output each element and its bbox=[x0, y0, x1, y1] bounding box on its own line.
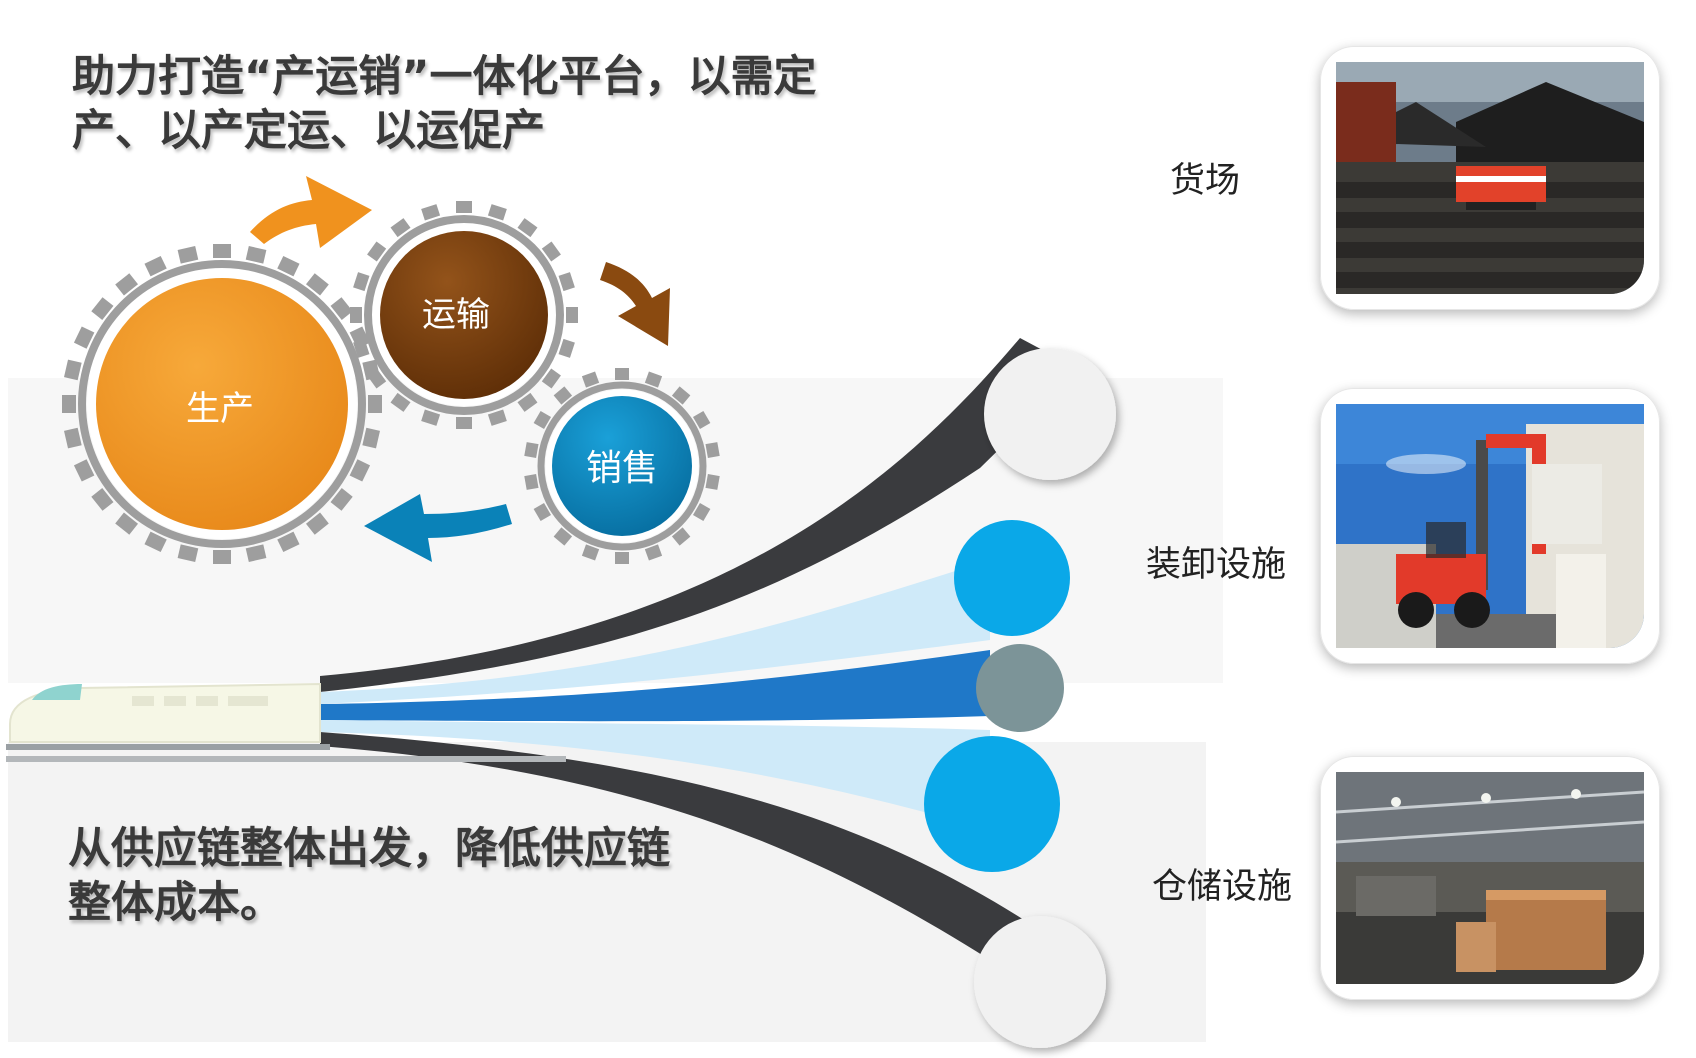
arrow-sales-to-production bbox=[364, 494, 512, 562]
arrow-production-to-transport bbox=[250, 176, 372, 248]
gear-sales-tooth bbox=[581, 371, 600, 388]
gear-transport-tooth bbox=[350, 307, 362, 323]
gear-sales-tooth bbox=[615, 552, 629, 564]
gear-sales-tooth bbox=[644, 544, 663, 561]
gear-production-tooth bbox=[305, 512, 329, 535]
gear-transport-tooth bbox=[390, 218, 411, 238]
gear-sales-tooth bbox=[692, 410, 711, 430]
gear-production-tooth bbox=[305, 273, 329, 296]
funnel-band-bottom-dark bbox=[320, 732, 1070, 1010]
gear-transport-tooth bbox=[558, 338, 575, 358]
gear-transport-tooth bbox=[421, 204, 441, 221]
arrow-transport-to-sales bbox=[600, 262, 670, 346]
gear-transport-tooth bbox=[456, 201, 472, 213]
photo-storage-facility bbox=[1320, 756, 1660, 1000]
gear-production-tooth bbox=[73, 459, 95, 482]
gear-sales-core bbox=[552, 396, 692, 536]
gear-production-tooth bbox=[64, 359, 82, 381]
gear-sales-label: 销售 bbox=[586, 448, 658, 489]
gear-production-tooth bbox=[277, 531, 300, 553]
gear-production-tooth bbox=[144, 255, 167, 277]
gear-sales-tooth bbox=[615, 368, 629, 380]
gear-transport-core bbox=[380, 231, 548, 399]
gear-production-tooth bbox=[91, 487, 114, 511]
photo-freight-yard bbox=[1320, 46, 1660, 310]
gear-transport-tooth bbox=[367, 241, 387, 262]
bullet-train-icon bbox=[6, 682, 566, 762]
gear-production-tooth bbox=[115, 273, 139, 296]
photo-label-storage-facility: 仓储设施 bbox=[1152, 867, 1293, 907]
gear-sales-tooth bbox=[553, 527, 573, 546]
gear-production-tooth bbox=[177, 544, 199, 562]
gear-production-tooth bbox=[213, 244, 231, 258]
gear-production-tooth bbox=[115, 512, 139, 535]
gear-sales-tooth bbox=[705, 474, 720, 490]
subline-text: 从供应链整体出发，降低供应链整体成本。 bbox=[68, 824, 670, 928]
gear-production-tooth bbox=[330, 297, 353, 321]
gear-production-ring bbox=[78, 260, 366, 548]
gear-transport-tooth bbox=[541, 241, 561, 262]
gear-production-label: 生产 bbox=[186, 389, 254, 429]
gear-sales-tooth bbox=[581, 544, 600, 561]
gear-transport-tooth bbox=[517, 392, 538, 412]
headline-text: 助力打造“产运销”一体化平台，以需定产、以产定运、以运促产 bbox=[72, 52, 817, 156]
gear-production-tooth bbox=[73, 326, 95, 349]
gear-transport-tooth bbox=[456, 417, 472, 429]
gear-production-tooth bbox=[91, 297, 114, 321]
gear-transport-ring bbox=[364, 215, 564, 415]
funnel-circle-lower bbox=[924, 736, 1060, 872]
funnel-band-lower-light bbox=[320, 720, 990, 830]
gear-production-tooth bbox=[64, 427, 82, 449]
gear-sales-tooth bbox=[644, 371, 663, 388]
gear-sales-ring bbox=[537, 381, 707, 551]
funnel-circle-bottom bbox=[974, 916, 1106, 1048]
gear-production-tooth bbox=[349, 459, 371, 482]
gear-sales-tooth bbox=[671, 527, 691, 546]
gear-transport-label: 运输 bbox=[422, 295, 490, 335]
funnel-circle-top bbox=[984, 348, 1116, 480]
gear-transport-tooth bbox=[390, 392, 411, 412]
gear-transport-tooth bbox=[353, 272, 370, 292]
gear-transport-tooth bbox=[487, 204, 507, 221]
gear-production-tooth bbox=[330, 487, 353, 511]
gear-sales-tooth bbox=[524, 442, 539, 458]
gear-production-tooth bbox=[277, 255, 300, 277]
gear-sales-tooth bbox=[524, 474, 539, 490]
gear-transport-tooth bbox=[487, 409, 507, 426]
gear-production-core bbox=[96, 278, 348, 530]
funnel-circle-upper bbox=[954, 520, 1070, 636]
gear-production-tooth bbox=[144, 531, 167, 553]
funnel-band-upper-light bbox=[320, 560, 990, 704]
funnel-band-center bbox=[320, 650, 990, 722]
photo-label-loading-facility: 装卸设施 bbox=[1146, 545, 1287, 585]
gear-production-tooth bbox=[62, 395, 76, 413]
gear-production-tooth bbox=[245, 246, 267, 264]
gear-sales-tooth bbox=[533, 410, 552, 430]
gear-transport-tooth bbox=[566, 307, 578, 323]
funnel-circle-middle bbox=[976, 644, 1064, 732]
gear-sales-tooth bbox=[553, 386, 573, 405]
gear-production-tooth bbox=[368, 395, 382, 413]
gear-production-tooth bbox=[213, 550, 231, 564]
gear-transport-tooth bbox=[353, 338, 370, 358]
gear-sales-tooth bbox=[671, 386, 691, 405]
gear-sales-tooth bbox=[533, 502, 552, 522]
photo-label-freight-yard: 货场 bbox=[1170, 161, 1241, 201]
gear-transport-tooth bbox=[421, 409, 441, 426]
gear-transport-tooth bbox=[367, 368, 387, 389]
gear-transport-tooth bbox=[541, 368, 561, 389]
gear-transport-tooth bbox=[517, 218, 538, 238]
photo-loading-facility bbox=[1320, 388, 1660, 664]
gear-production-tooth bbox=[362, 427, 380, 449]
gear-production-tooth bbox=[245, 544, 267, 562]
gear-sales-tooth bbox=[692, 502, 711, 522]
gear-production-tooth bbox=[177, 246, 199, 264]
gear-sales-tooth bbox=[705, 442, 720, 458]
gear-transport-tooth bbox=[558, 272, 575, 292]
